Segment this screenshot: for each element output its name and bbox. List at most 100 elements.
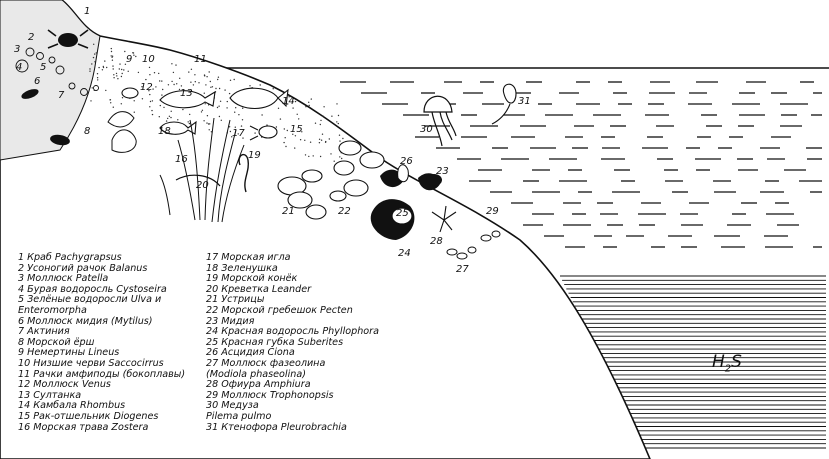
stipple-dot: [336, 121, 338, 123]
stipple-dot: [170, 116, 172, 119]
stipple-dot: [294, 147, 296, 149]
stipple-dot: [188, 71, 190, 73]
legend-entry: 3 Моллюск Patella: [18, 273, 109, 285]
stipple-dot: [135, 55, 137, 58]
stipple-dot: [320, 139, 323, 141]
stipple-dot: [159, 104, 161, 107]
stipple-dot: [189, 113, 191, 116]
stipple-dot: [123, 69, 125, 71]
stipple-dot: [113, 77, 115, 79]
legend-entry: 5 Зелёные водоросли Ulva и: [18, 294, 162, 306]
stipple-dot: [141, 98, 144, 100]
stipple-dot: [127, 70, 129, 73]
stipple-dot: [141, 86, 143, 88]
stipple-dot: [206, 115, 209, 117]
stipple-dot: [178, 88, 181, 91]
stipple-dot: [115, 72, 118, 75]
specimen-number-4: 4: [16, 62, 22, 73]
stipple-dot: [272, 88, 274, 90]
stipple-dot: [336, 103, 338, 105]
stipple-dot: [240, 125, 243, 127]
stipple-dot: [124, 63, 127, 65]
stipple-dot: [171, 63, 173, 65]
shrimp-leander: [175, 174, 221, 187]
stipple-dot: [287, 103, 289, 105]
stipple-dot: [101, 69, 104, 71]
stipple-dot: [322, 115, 324, 117]
stipple-dot: [168, 115, 171, 118]
stipple-dot: [116, 75, 118, 77]
stipple-dot: [121, 72, 123, 75]
legend-entry: 19 Морской конёк: [206, 273, 298, 285]
stipple-dot: [318, 142, 321, 144]
stipple-dot: [305, 106, 307, 108]
legend-entry: 13 Султанка: [18, 389, 82, 401]
specimen-number-22: 22: [338, 206, 351, 217]
stipple-dot: [170, 110, 172, 113]
stipple-dot: [219, 100, 222, 103]
stipple-dot: [110, 47, 113, 50]
stipple-dot: [339, 140, 341, 142]
stipple-dot: [330, 153, 332, 155]
stipple-dot: [241, 119, 244, 121]
legend-entry: 9 Немертины Lineus: [18, 347, 120, 359]
stipple-dot: [337, 122, 339, 125]
stipple-dot: [229, 79, 232, 82]
stipple-dot: [151, 100, 154, 102]
stipple-dot: [229, 130, 232, 133]
specimen-number-19: 19: [248, 150, 261, 161]
sea-horse: [238, 153, 250, 193]
stipple-dot: [294, 135, 297, 137]
specimen-number-5: 5: [40, 62, 46, 73]
stipple-dot: [321, 133, 324, 135]
stipple-dot: [188, 122, 191, 125]
legend-entry: 25 Красная губка Suberites: [206, 336, 344, 348]
stipple-dot: [159, 80, 161, 82]
stipple-dot: [200, 111, 203, 113]
stipple-dot: [209, 123, 211, 125]
stipple-dot: [320, 119, 322, 122]
stipple-dot: [308, 101, 310, 104]
stipple-dot: [233, 78, 235, 81]
stipple-dot: [182, 108, 184, 111]
stipple-dot: [235, 107, 237, 109]
stipple-dot: [119, 63, 121, 65]
molluscs-phaseolina: [446, 230, 501, 260]
stipple-dot: [194, 81, 196, 83]
h2s-zone-hatch: [560, 275, 826, 449]
specimen-number-10: 10: [142, 54, 155, 65]
legend-entry: 4 Бурая водоросль Cystoseira: [18, 283, 167, 295]
stipple-dot: [111, 59, 114, 61]
stipple-dot: [201, 109, 204, 112]
legend-entry: 11 Рачки амфиподы (бокоплавы): [18, 368, 186, 380]
stipple-dot: [104, 60, 106, 62]
stipple-dot: [218, 115, 221, 118]
stipple-dot: [228, 92, 231, 95]
stipple-dot: [217, 78, 219, 81]
stipple-dot: [208, 129, 210, 131]
stipple-dot: [175, 64, 177, 66]
stipple-dot: [234, 126, 236, 128]
stipple-dot: [283, 141, 285, 144]
stipple-dot: [299, 139, 302, 141]
specimen-number-26: 26: [400, 156, 413, 167]
mussels-mytilus: [21, 89, 70, 146]
stipple-dot: [205, 84, 207, 86]
specimen-number-16: 16: [175, 154, 188, 165]
stipple-dot: [237, 133, 239, 135]
oysters: [277, 169, 327, 220]
stipple-dot: [277, 107, 280, 110]
stipple-dot: [304, 139, 306, 141]
specimen-number-28: 28: [430, 236, 443, 247]
stipple-dot: [161, 80, 163, 82]
stipple-dot: [194, 74, 196, 76]
stipple-dot: [172, 71, 175, 74]
stipple-dot: [167, 117, 169, 120]
stipple-dot: [309, 141, 312, 143]
stipple-dot: [149, 106, 151, 108]
stipple-dot: [151, 109, 153, 112]
legend-entry: 18 Зеленушка: [206, 262, 278, 274]
specimen-number-15: 15: [290, 124, 303, 135]
stipple-dot: [304, 154, 307, 156]
stipple-dot: [151, 113, 154, 116]
